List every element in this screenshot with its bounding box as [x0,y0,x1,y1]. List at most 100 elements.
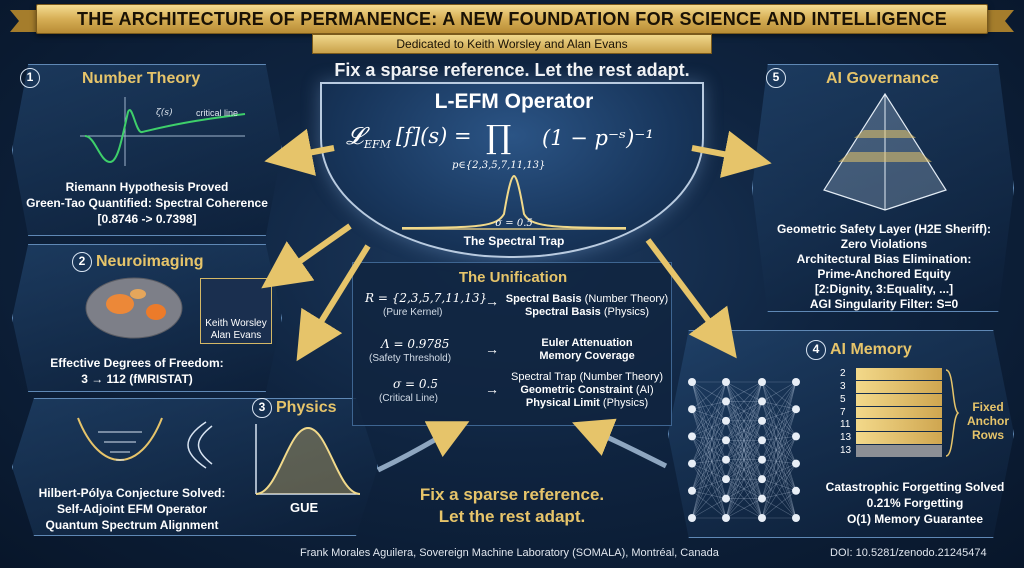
nn-node [758,494,766,503]
nn-edge [761,381,797,410]
nn-edge [761,381,797,499]
nn-edge [725,440,763,460]
nn-edge [761,463,797,480]
nn-edge [725,381,763,422]
nn-edge [725,401,763,441]
nn-node [758,514,766,522]
nn-edge [761,436,797,499]
nn-edge [725,401,763,499]
nn-edge [725,478,763,499]
nn-node [792,432,800,441]
nn-edge [691,420,727,519]
nn-edge [761,440,797,519]
nn-edge [691,408,727,422]
nn-edge [691,420,727,464]
fixed-anchor-label: Fixed Anchor Rows [960,400,1016,442]
nn-edge [725,420,763,441]
panel-physics [12,398,378,536]
nn-edge [725,401,763,480]
unif-row-2-right: Euler Attenuation Memory Coverage [503,337,671,363]
nn-edge [725,401,763,499]
physics-line-1: Hilbert-Pólya Conjecture Solved: [38,486,226,500]
nn-edge [761,420,797,437]
nn-node [792,459,800,468]
nn-node [688,459,696,468]
zeta-curve [84,109,246,164]
banner-subtitle: Dedicated to Keith Worsley and Alan Evan… [312,34,712,54]
anchor-row-label: 13 [840,432,852,444]
formula-mid: [f](s) = [396,124,472,148]
banner-ribbon-right [984,10,1014,32]
nn-edge [725,401,763,422]
ai-memory-title: AI Memory [830,341,912,358]
nn-edge [691,381,727,499]
nn-edge [725,498,763,519]
nn-edge [725,440,763,499]
anchor-row: 7 [840,406,942,419]
fixed-label-3: Rows [971,428,1004,442]
nn-edge [761,436,797,480]
governance-line-3: Architectural Bias Elimination: [796,252,972,266]
nn-node [758,416,766,425]
nn-edge [725,401,763,460]
nn-node [722,436,730,445]
nn-edge [761,459,797,464]
nn-edge [761,463,797,499]
anchor-brace [945,369,960,457]
nn-edge [725,401,763,460]
nn-edge [691,381,727,464]
physics-title: Physics [276,399,337,416]
brain-activation-3 [130,289,146,299]
nn-node [758,475,766,484]
nn-edge [691,478,727,519]
number-theory-title: Number Theory [82,70,201,87]
pyramid-layer-2 [838,152,932,162]
fixed-label-2: Anchor [967,414,1009,428]
nn-edge [761,490,797,519]
gue-curve [255,426,361,495]
formula-sub: EFM [364,138,391,151]
memory-line-3: O(1) Memory Guarantee [846,512,984,526]
nn-edge [725,381,763,519]
anchor-row: 5 [840,393,942,406]
arc-1 [187,421,207,469]
anchor-row-label: 7 [840,406,846,418]
nn-node [792,486,800,495]
footer-doi: DOI: 10.5281/zenodo.21245474 [830,547,987,559]
nn-edge [761,401,797,410]
physics-line-3: Quantum Spectrum Alignment [45,518,219,532]
nn-edge [691,478,727,492]
nn-edge [691,490,727,519]
nn-edge [725,381,763,402]
unif-row-1-right-2: Spectral Basis (Physics) [524,306,650,318]
nn-edge [691,463,727,499]
formula-lhs: 𝓛 [346,122,364,150]
nn-edge [725,420,763,480]
zeta-label: ζ(s) [156,108,173,118]
nn-edge [725,459,763,519]
nn-edge [691,436,727,499]
nn-edge [691,401,727,464]
nn-edge [691,436,727,441]
nn-edge [725,401,763,519]
nn-edge [761,408,797,422]
unif-row-1-right: Spectral Basis (Number Theory) Spectral … [503,293,671,319]
nn-edge [761,401,797,519]
nn-edge [691,409,727,480]
nn-node [722,514,730,522]
pyramid-icon [823,92,947,211]
nn-edge [761,409,797,480]
nn-node [758,397,766,406]
nn-edge [761,478,797,519]
nn-edge [725,459,763,480]
nn-edge [761,381,797,460]
nn-node [792,378,800,386]
nn-edge [761,459,797,492]
tagline-bottom-line-2: Let the rest adapt. [438,507,586,526]
nn-edge [691,459,727,464]
nn-edge [691,409,727,499]
nn-edge [725,440,763,460]
potential-well-icon [77,417,163,461]
neuroimaging-title: Neuroimaging [96,253,204,270]
neuroimaging-line-2: 3 → 112 (fMRISTAT) [81,372,193,386]
